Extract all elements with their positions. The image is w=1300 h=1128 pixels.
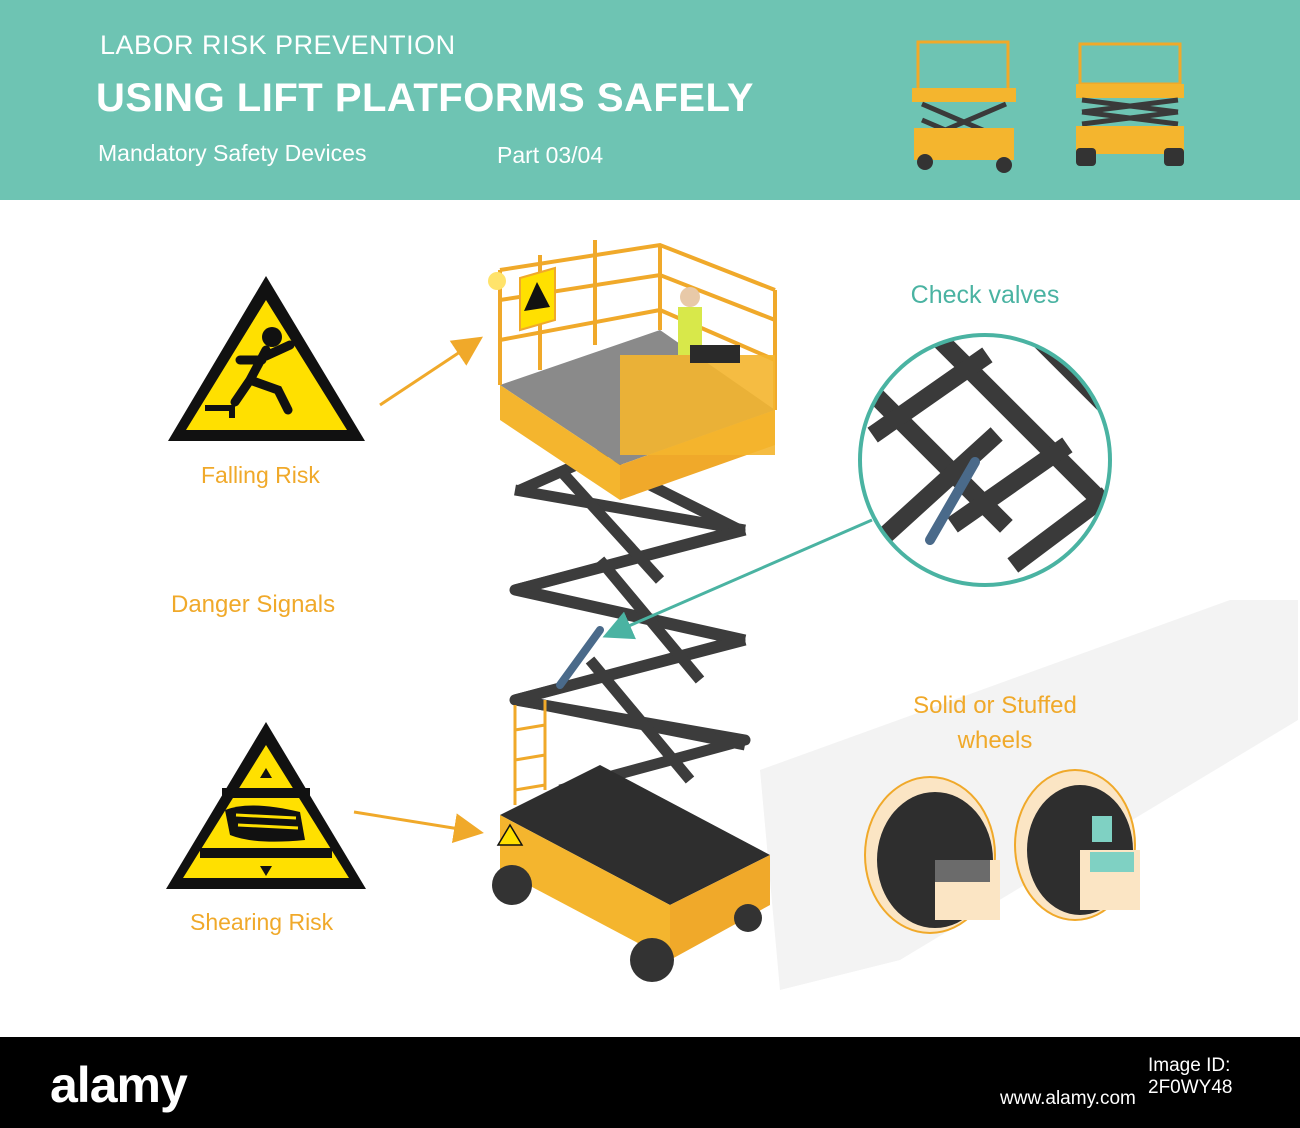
header-subtitle: Mandatory Safety Devices: [98, 140, 367, 166]
falling-arrow: [379, 336, 484, 407]
check-valves-label: Check valves: [910, 281, 1060, 309]
lift-base: [492, 700, 770, 982]
lift-shadow: [760, 600, 1298, 990]
falling-risk-label: Falling Risk: [201, 462, 320, 488]
falling-risk-sign-icon: [168, 276, 365, 441]
header-part: Part 03/04: [497, 142, 604, 168]
wheel-cross-section-icon: [864, 769, 1140, 934]
danger-signals-label: Danger Signals: [171, 591, 336, 618]
footer-image-id: Image ID: 2F0WY48: [1148, 1055, 1233, 1098]
thumbnail-lift-isometric: [912, 40, 1016, 173]
header-kicker: LABOR RISK PREVENTION: [100, 30, 456, 60]
shearing-risk-label: Shearing Risk: [190, 909, 334, 935]
cylinder-highlight: [556, 626, 604, 689]
thumbnail-lift-front: [1076, 42, 1184, 166]
wheels-label-line1: Solid or Stuffed: [913, 692, 1077, 719]
page-title: USING LIFT PLATFORMS SAFELY: [96, 76, 754, 120]
footer-brand-logo: alamy: [50, 1057, 188, 1113]
check-valve-arrow: [602, 518, 873, 640]
check-valve-magnifier: [858, 333, 1112, 587]
shearing-risk-sign-icon: [166, 722, 366, 889]
footer-url[interactable]: www.alamy.com: [1000, 1088, 1136, 1109]
lift-platform-basket: [488, 240, 777, 500]
footer-bar: [0, 1037, 1300, 1128]
wheels-label-line2: wheels: [957, 727, 1033, 754]
shearing-arrow: [353, 810, 484, 843]
